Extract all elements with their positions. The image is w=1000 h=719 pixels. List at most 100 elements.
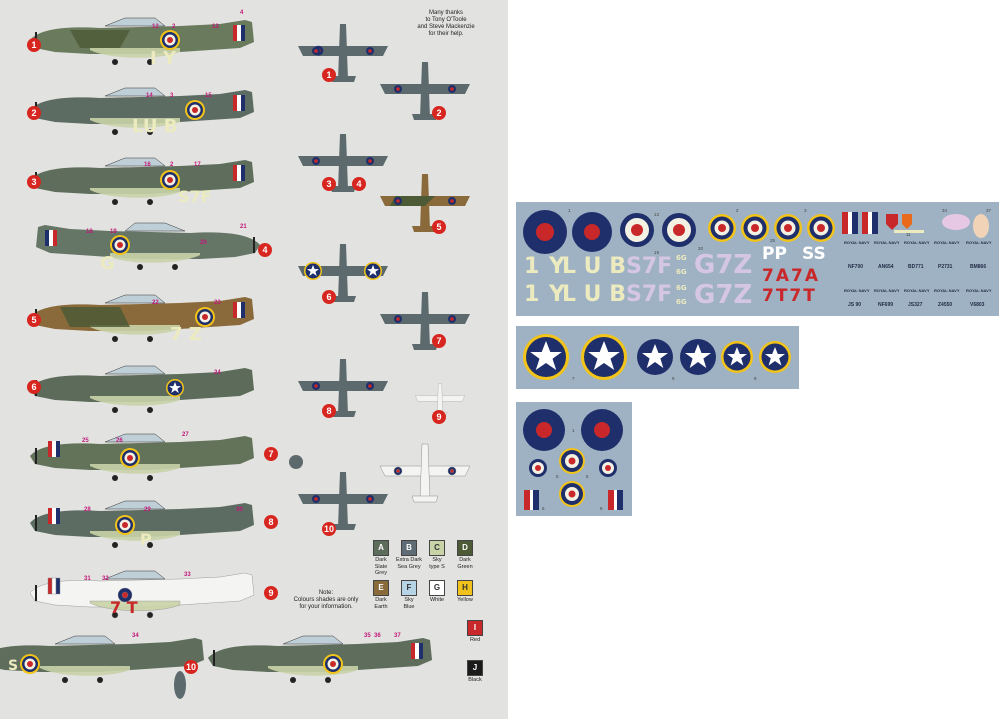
swatch-label-line: type S [429, 563, 445, 570]
note-line: Colours shades are only [293, 597, 359, 603]
callout: 27 [182, 432, 189, 438]
profile-3 [29, 157, 255, 206]
thanks-line: for their help. [428, 31, 464, 37]
decal-code-red: 7T7T [762, 286, 817, 306]
decal-code-lub: L U B [562, 282, 626, 307]
decal-serial: AN654 [878, 264, 894, 270]
profile-number-9: 9 [264, 586, 278, 600]
callout: 18 [86, 229, 93, 235]
thanks-line: to Tony O'Toole [425, 17, 467, 23]
roundel-decal [708, 214, 736, 242]
star-decal [721, 341, 753, 373]
fin-flash-decal [862, 212, 878, 234]
swatch-box: H [457, 580, 473, 596]
decal-number: 11 [906, 232, 911, 237]
callout: 30 [236, 507, 243, 513]
decal-code-s7f: S7F [626, 254, 673, 279]
star-decal [680, 339, 716, 375]
swatch-label-line: Green [457, 563, 473, 570]
top-number-5: 5 [432, 220, 446, 234]
swatch-box: F [401, 580, 417, 596]
decal-code-small: 6G [676, 268, 687, 276]
callout: 28 [84, 507, 91, 513]
decal-code-g7z: G7Z [694, 250, 753, 280]
decal-serial: ROYAL NAVY [966, 288, 992, 293]
note-line: for your information. [299, 604, 353, 610]
swatch-label-line: White [429, 597, 445, 603]
callout: 16 [144, 162, 151, 168]
swatch-label-line: Dark [459, 557, 471, 563]
callout: 14 [146, 93, 153, 99]
roundel-decal [572, 212, 612, 252]
decal-stars-art [523, 334, 791, 380]
decal-serial: ROYAL NAVY [966, 240, 992, 245]
callout: 26 [116, 438, 123, 444]
decal-number: 5 [586, 474, 589, 479]
roundel-decal [807, 214, 835, 242]
top-view-6 [298, 244, 388, 302]
swatch-label: White [420, 597, 454, 604]
swatch-box: A [373, 540, 389, 556]
code-profile-1: I Y [150, 48, 176, 69]
roundel-decal [620, 213, 654, 247]
note-line: Note: [318, 590, 334, 596]
thanks-text: Many thanks to Tony O'Toole and Steve Ma… [396, 10, 496, 38]
callout: 31 [84, 576, 91, 582]
profile-number-3: 3 [27, 175, 41, 189]
decal-serial: V6803 [970, 302, 985, 308]
top-view-10 [298, 472, 388, 530]
star-decal [523, 334, 569, 380]
nose-art-decal [942, 214, 989, 238]
roundel-decal [523, 409, 565, 451]
roundel-decal [662, 213, 696, 247]
callout: 25 [82, 438, 89, 444]
swatch-box: E [373, 580, 389, 596]
swatch-label-line: Sky [432, 557, 442, 563]
swatch-label-line: Sky [404, 597, 414, 603]
callout: 17 [194, 162, 201, 168]
top-number-4: 4 [352, 177, 366, 191]
decal-number: 25 [770, 238, 776, 243]
decal-serial: JS 90 [848, 302, 862, 308]
code-profile-9: 7 T [110, 598, 138, 617]
decal-sheet-main: 1 Y 1 Y L U B L U B S7F S7F 6G 6G 6G 6G … [516, 202, 999, 316]
decal-serial: ROYAL NAVY [844, 288, 870, 293]
decal-serial: NF699 [878, 302, 894, 308]
decal-number: 34 [942, 208, 948, 213]
decal-serial: ROYAL NAVY [904, 288, 930, 293]
decal-number: 1 [568, 208, 571, 213]
swatch-label-line: Extra Dark [396, 557, 422, 563]
profile-10a [0, 635, 205, 684]
swatch-label-line: Dark [375, 557, 387, 563]
decal-code-small: 6G [676, 284, 687, 292]
detail-view [289, 455, 303, 469]
decal-serial: ROYAL NAVY [874, 240, 900, 245]
decal-serial: P2731 [938, 264, 953, 270]
decal-code-1y: 1 Y [524, 254, 566, 279]
top-number-9: 9 [432, 410, 446, 424]
fin-flash-decal [524, 490, 539, 510]
swatch-label: Red [458, 637, 492, 644]
decal-code-red: 7A7A [762, 266, 820, 286]
decal-code-small: 6G [676, 298, 687, 306]
swatch-label-line: Yellow [457, 597, 473, 603]
decal-number: 9 [672, 376, 675, 381]
swatch-label: Yellow [448, 597, 482, 604]
decal-roundels-art [523, 409, 623, 510]
top-view-8 [298, 359, 388, 417]
decal-code-1y: 1 Y [524, 282, 566, 307]
swatch-box: C [429, 540, 445, 556]
profile-number-1: 1 [27, 38, 41, 52]
callout: 3 [170, 93, 174, 99]
decal-number: 37 [986, 208, 992, 213]
top-number-10: 10 [322, 522, 336, 536]
